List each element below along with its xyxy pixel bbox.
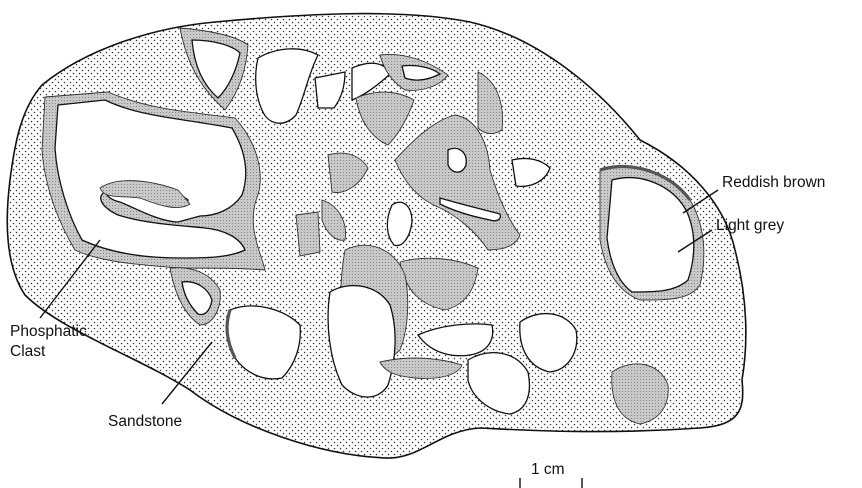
label-reddish-brown: Reddish brown bbox=[722, 174, 825, 191]
label-sandstone: Sandstone bbox=[108, 413, 182, 430]
clast-central-hole bbox=[448, 148, 466, 172]
label-light-grey: Light grey bbox=[716, 217, 784, 234]
scale-bar-label: 1 cm bbox=[531, 461, 565, 478]
label-phosphatic-line1: Phosphatic bbox=[10, 323, 87, 340]
clast-center-2 bbox=[296, 212, 320, 256]
label-phosphatic-line2: Clast bbox=[10, 343, 46, 360]
scale-bar: 1 cm bbox=[520, 461, 582, 488]
